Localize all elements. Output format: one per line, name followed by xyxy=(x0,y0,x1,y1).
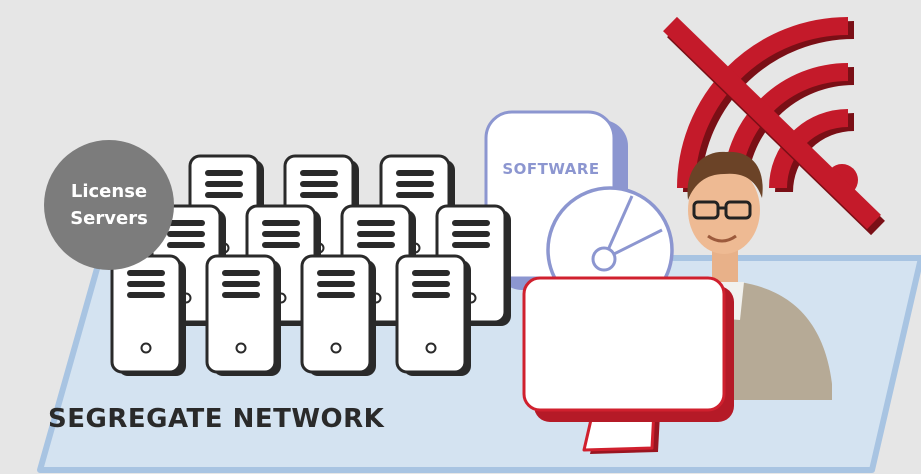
segregate-network-label: SEGREGATE NETWORK xyxy=(48,404,385,434)
badge-line-1: License xyxy=(70,181,148,202)
license-servers-badge: License Servers xyxy=(44,140,174,270)
server-tower-icon xyxy=(110,254,188,378)
server-tower-icon xyxy=(395,254,473,378)
software-label: SOFTWARE xyxy=(502,160,600,178)
server-tower-icon xyxy=(205,254,283,378)
badge-line-2: Servers xyxy=(70,208,148,229)
server-tower-icon xyxy=(300,254,378,378)
desktop-monitor-icon xyxy=(522,276,734,454)
